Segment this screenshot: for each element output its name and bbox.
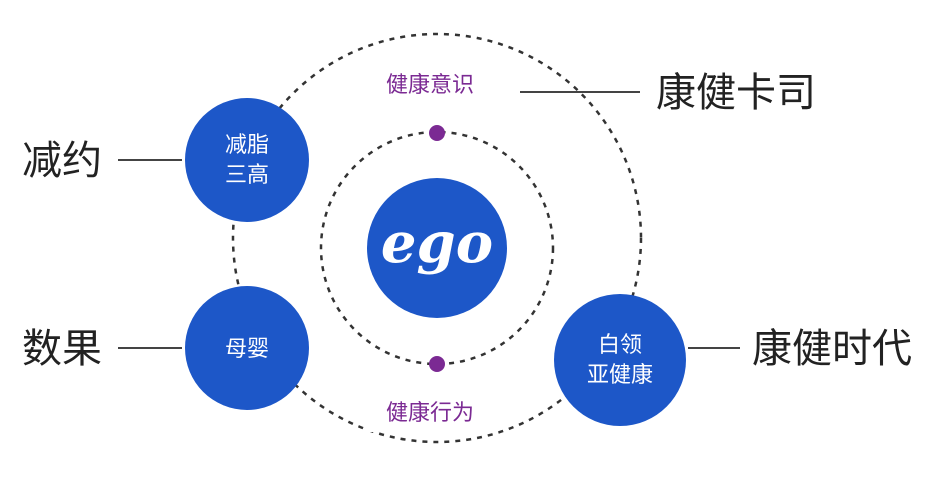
node-label-top-left-line2: 三高: [225, 163, 269, 188]
center-logo-text: ego: [381, 210, 493, 276]
outer-label-left-top: 减约: [22, 138, 102, 184]
node-label-right-line2: 亚健康: [587, 363, 653, 388]
outer-label-left-bottom: 数果: [22, 326, 102, 372]
ring-label-mask-top: [365, 64, 495, 104]
node-circle-bottom-left: [185, 286, 309, 410]
node-label-bottom-left: 母婴: [225, 337, 269, 362]
ring-label-top: 健康意识: [386, 73, 474, 98]
ring-label-mask-bottom: [365, 392, 495, 432]
node-label-right-line1: 白领: [598, 333, 642, 358]
node-circle-right: [554, 294, 686, 426]
inner-dashed-ring: [319, 130, 555, 366]
ring-label-bottom: 健康行为: [386, 401, 474, 426]
outer-label-right: 康健时代: [752, 326, 912, 372]
center-logo-circle: [367, 178, 507, 318]
node-label-top-left-line1: 减脂: [225, 133, 269, 158]
outer-dashed-ring: [231, 32, 643, 444]
purple-dot-top: [429, 125, 445, 141]
node-circle-top-left: [185, 98, 309, 222]
purple-dot-bottom: [429, 356, 445, 372]
outer-label-top-right: 康健卡司: [656, 70, 816, 116]
